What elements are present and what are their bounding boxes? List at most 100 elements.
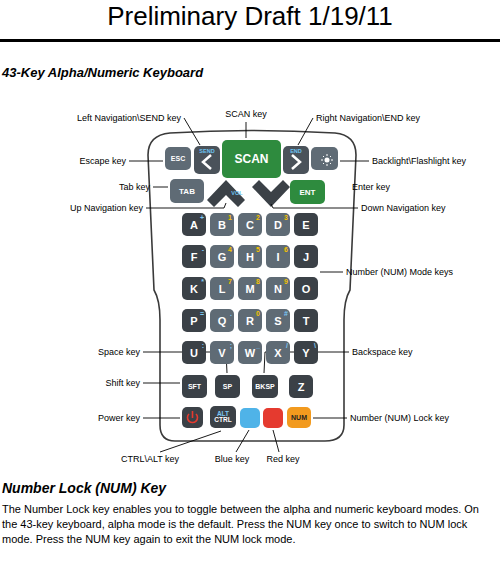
keyboard-key: ESC: [165, 147, 191, 170]
key-label: P: [190, 315, 197, 327]
keyboard-key: X/: [266, 341, 290, 364]
key-label: N: [274, 283, 282, 295]
callout-label: Escape key: [79, 156, 126, 166]
callout-label: Right Navigation\END key: [316, 113, 420, 123]
key-sub-label: _: [256, 342, 260, 349]
key-label: L: [219, 283, 226, 295]
section-heading: Number Lock (NUM) Key: [2, 480, 166, 496]
key-sub-label: 2: [256, 214, 260, 221]
key-label: I: [276, 251, 279, 263]
key-label: B: [218, 219, 226, 231]
callout-label: Number (NUM) Mode keys: [346, 267, 453, 277]
key-label: TAB: [179, 187, 195, 196]
callout-label: Blue key: [215, 454, 250, 464]
keyboard-key: END: [285, 147, 307, 155]
key-label: R: [246, 315, 254, 327]
keyboard-key: S#: [266, 309, 290, 332]
key-sub-label: 4: [228, 246, 232, 253]
sun-icon: [325, 158, 330, 163]
key-sub-label: 8: [256, 278, 260, 285]
key-label: Y: [302, 347, 309, 359]
keyboard-key: C2: [238, 213, 262, 236]
keyboard-key: U:: [182, 341, 206, 364]
key-sub-label: ;: [230, 342, 232, 349]
keyboard-key: E: [294, 213, 318, 236]
key-label: Z: [298, 381, 305, 393]
key-sub-label: 7: [228, 278, 232, 285]
key-label: J: [303, 251, 309, 263]
keyboard-key: W_: [238, 341, 262, 364]
keyboard-key: TAB: [170, 179, 204, 203]
callout-label: Shift key: [105, 378, 140, 388]
keyboard-key: T: [294, 309, 318, 332]
callout-label: Backlight\Flashlight key: [372, 156, 466, 166]
key-sub-label: 0: [256, 310, 260, 317]
key-sub-label: CTRL: [214, 417, 231, 424]
key-sub-label: +: [200, 214, 204, 221]
callout-label: Left Navigation\SEND key: [77, 113, 181, 123]
key-label: END: [290, 148, 302, 154]
key-label: SCAN: [234, 152, 268, 166]
callout-label: Enter key: [352, 182, 390, 192]
keyboard-key: V;: [210, 341, 234, 364]
keyboard-key: BKSP: [252, 375, 278, 398]
left-arrow: [203, 155, 211, 169]
key-label: V: [218, 347, 225, 359]
keyboard-key: A+: [182, 213, 206, 236]
keyboard-key: J: [294, 245, 318, 268]
callout-label: Down Navigation key: [361, 203, 446, 213]
keyboard-key: ENT: [290, 180, 325, 204]
callout-label: CTRL\ALT key: [121, 454, 179, 464]
key-label: K: [190, 283, 198, 295]
up-key: [207, 180, 245, 207]
blue-key: [240, 408, 260, 428]
key-label: E: [302, 219, 309, 231]
key-label: X: [274, 347, 281, 359]
keyboard-key: VOL: [228, 189, 246, 197]
right-arrow: [292, 155, 300, 169]
sun-rays: [321, 154, 333, 166]
keyboard-key: SP: [215, 375, 240, 398]
keyboard-key: M8: [238, 277, 262, 300]
key-label: W: [245, 347, 255, 359]
key-label: O: [302, 283, 311, 295]
callout-label: Number (NUM) Lock key: [350, 413, 449, 423]
left-nav-key: [194, 146, 220, 174]
keyboard-key: NUM: [287, 407, 311, 428]
keyboard-key: I6: [266, 245, 290, 268]
key-label: ENT: [300, 188, 316, 197]
section-title: 43-Key Alpha/Numeric Keyboard: [2, 66, 203, 81]
keyboard-key: D3: [266, 213, 290, 236]
keyboard-key: R0: [238, 309, 262, 332]
callout-label: Space key: [98, 347, 140, 357]
key-label: D: [274, 219, 282, 231]
key-sub-label: .: [230, 310, 232, 317]
key-sub-label: 1: [228, 214, 232, 221]
key-label: BKSP: [255, 383, 274, 390]
right-nav-key: [283, 146, 309, 174]
body-text: The Number Lock key enables you to toggl…: [2, 502, 496, 547]
key-sub-label: 5: [256, 246, 260, 253]
keyboard-key: SCAN: [222, 140, 281, 178]
callout-label: Up Navigation key: [70, 203, 143, 213]
key-label: VOL: [231, 190, 242, 196]
key-sub-label: *: [201, 278, 204, 285]
key-label: A: [190, 219, 198, 231]
keyboard-key: B1: [210, 213, 234, 236]
callout-label: Power key: [98, 413, 140, 423]
key-sub-label: /: [286, 342, 288, 349]
power-icon: [192, 411, 194, 418]
key-sub-label: 6: [284, 246, 288, 253]
keyboard-key: O: [294, 277, 318, 300]
key-label: C: [246, 219, 254, 231]
keyboard-key: Q.: [210, 309, 234, 332]
page-header: Preliminary Draft 1/19/11: [107, 2, 393, 32]
key-sub-label: #: [284, 310, 288, 317]
callout-label: Red key: [266, 454, 299, 464]
keyboard-key: P=: [182, 309, 206, 332]
keyboard-key: SEND: [196, 147, 218, 155]
key-label: T: [303, 315, 310, 327]
keyboard-key: F-: [182, 245, 206, 268]
keyboard-key: L7: [210, 277, 234, 300]
